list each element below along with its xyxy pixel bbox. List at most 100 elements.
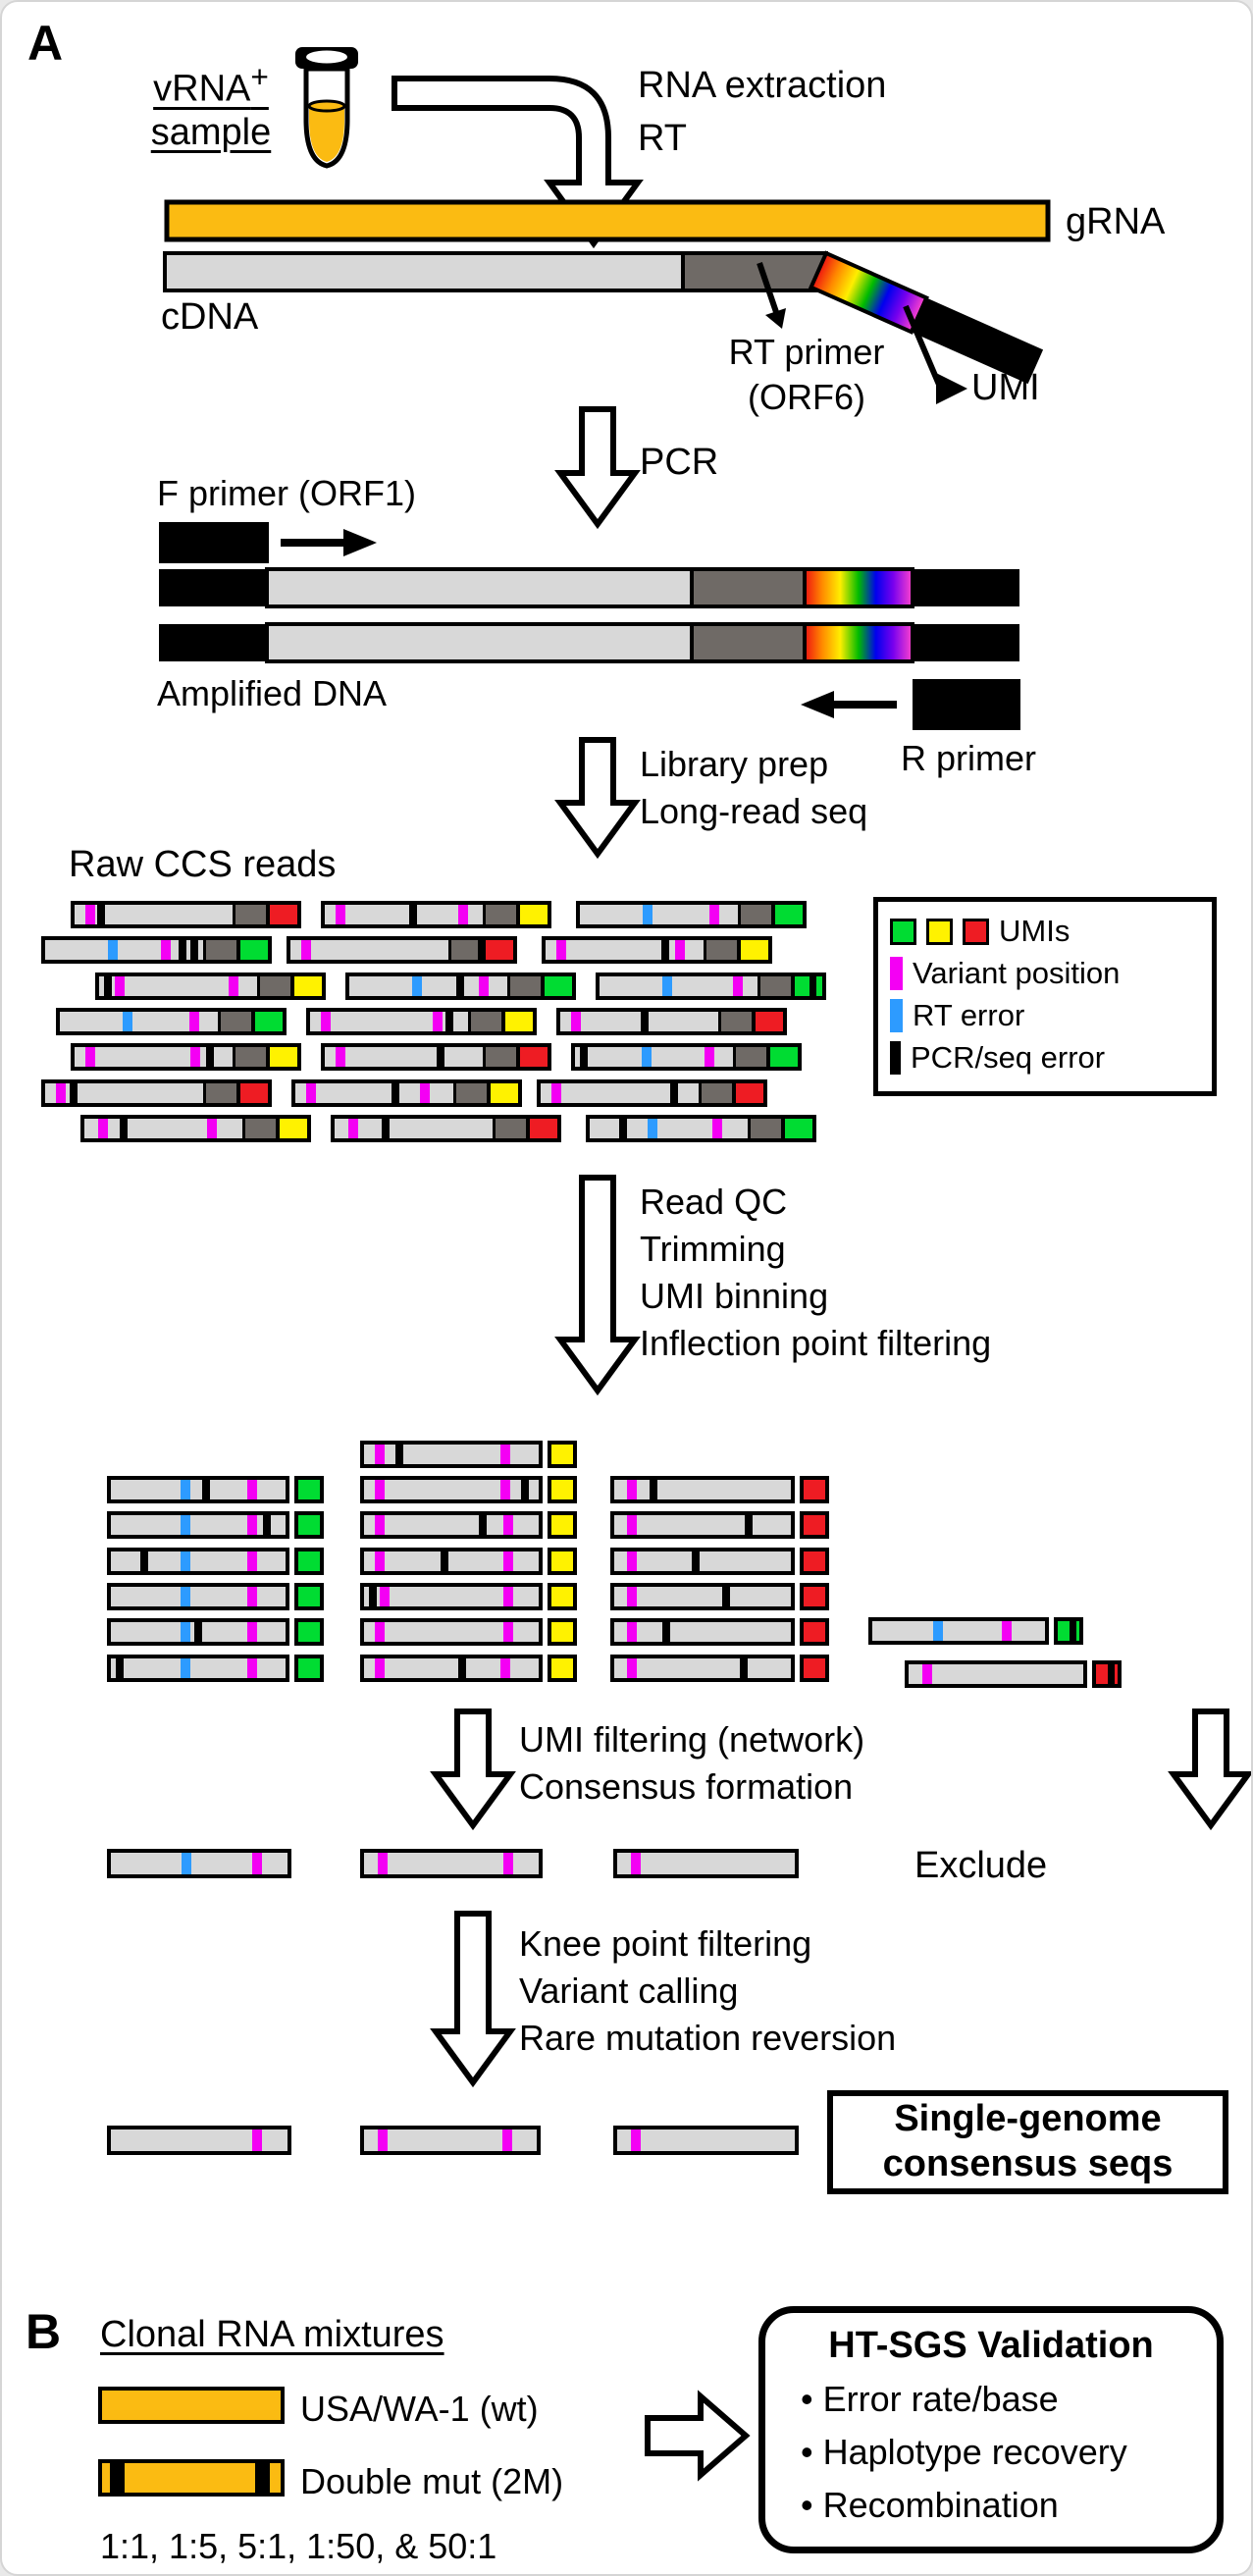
umi-tag [501,1012,533,1031]
umi-tag [781,1119,812,1138]
umi-tag [548,1511,577,1539]
variant-stripe [499,1658,510,1678]
grna-label: gRNA [1066,201,1166,242]
ccs-read [287,936,517,964]
pcr-seq-error-stripe [669,1083,678,1103]
r-primer-label: R primer [900,738,1036,778]
step5-line2: Consensus formation [519,1766,854,1807]
amplified-dna-bar [159,622,1019,663]
pcr-seq-error-stripe [477,940,486,960]
umi-tag [526,1119,557,1138]
umi-tag [236,940,268,960]
variant-stripe [626,1480,637,1499]
umi-tag [482,940,513,960]
pcr-seq-error-stripe [1108,1664,1116,1684]
variant-stripe [301,940,312,960]
variant-stripe [252,1853,262,1874]
variant-stripe [626,1515,637,1535]
primer-segment [257,976,293,996]
pcr-seq-error-stripe [391,1083,399,1103]
grna-bar [164,199,1051,242]
pcr-seq-error-stripe [1070,1621,1077,1641]
primer-segment [448,940,485,960]
variant-stripe [321,1012,332,1031]
variant-stripe [306,1083,317,1103]
pcr-arrow [554,406,641,530]
umi-tag [1054,1617,1083,1645]
legend-umis-label: UMIs [999,914,1070,948]
primer-segment [242,1119,279,1138]
ccs-read [291,1079,522,1107]
variant-stripe [374,1515,385,1535]
umi-binned-read [107,1655,289,1682]
step1-line2: RT [638,118,687,159]
pcr-seq-error-stripe [458,1658,467,1678]
primer-segment [483,1047,519,1067]
sgs-box-line2: consensus seqs [882,2143,1174,2184]
variant-stripe [499,1445,510,1464]
variant-stripe [571,1012,582,1031]
consensus-read [613,1849,799,1878]
primer-segment [757,976,794,996]
f-primer-arrow [281,529,377,556]
umi-tag [294,1511,324,1539]
step5-line1: UMI filtering (network) [519,1719,865,1760]
sample-label-line1: vRNA+ [137,59,285,111]
variant-stripe [246,1480,257,1499]
primer-segment [218,1012,254,1031]
ccs-read [306,1008,537,1035]
variant-stripe [188,1012,199,1031]
pcr-seq-error-stripe [140,1551,149,1571]
pcr-seq-error-stripe [721,1587,730,1606]
bent-arrow [392,76,644,249]
umi-binned-read [610,1548,795,1575]
umi-tag [266,1047,297,1067]
step6-line3: Rare mutation reversion [519,2018,897,2058]
pcr-seq-error-stripe [436,1047,444,1067]
rt-error-swatch [890,999,903,1032]
variant-stripe [56,1083,67,1103]
panel-b-label: B [26,2304,62,2359]
pcr-seq-error-stripe [262,1515,271,1535]
umi-tag [800,1548,829,1575]
umi-binned-read [107,1618,289,1646]
pcr-seq-error-stripe [441,1551,449,1571]
sample-tube-icon [295,47,358,169]
pcr-seq-error-stripe [745,1515,754,1535]
amplified-dna-bar [159,567,1019,608]
ccs-read [56,1008,287,1035]
consensus-read [360,1849,543,1878]
umi-tag [276,1119,307,1138]
variant-stripe [190,1047,201,1067]
rt-error-stripe [181,1587,191,1606]
variant-stripe [626,1658,637,1678]
umi-binned-read [107,1511,289,1539]
pcr-seq-error-stripe [120,1119,129,1138]
primer-segment [233,905,269,924]
primer-segment [483,905,519,924]
variant-stripe [503,1853,514,1874]
sample-label-text: vRNA [153,68,251,110]
legend-row-pcr-error: PCR/seq error [890,1040,1200,1076]
exclude-arrow [1168,1709,1251,1831]
legend-rt-error-label: RT error [913,998,1025,1032]
rt-error-stripe [661,976,672,996]
rt-error-stripe [181,1551,191,1571]
umi-binned-read [610,1583,795,1610]
f-primer-box [159,522,269,563]
variant-stripe [733,976,744,996]
umi-tag [800,1511,829,1539]
mixture-ratios: 1:1, 1:5, 5:1, 1:50, & 50:1 [100,2526,497,2566]
pcr-seq-error-stripe [521,1480,530,1499]
umi-tag [294,1548,324,1575]
rt-error-stripe [122,1012,132,1031]
variant-stripe [347,1119,358,1138]
umi-tag [548,1618,577,1646]
ccs-read [586,1115,816,1142]
umi-tag [732,1083,763,1103]
ccs-read [95,973,326,1000]
mutation-stripe [110,2463,125,2493]
variant-stripe [432,1012,443,1031]
pcr-seq-error-stripe [650,1480,657,1499]
